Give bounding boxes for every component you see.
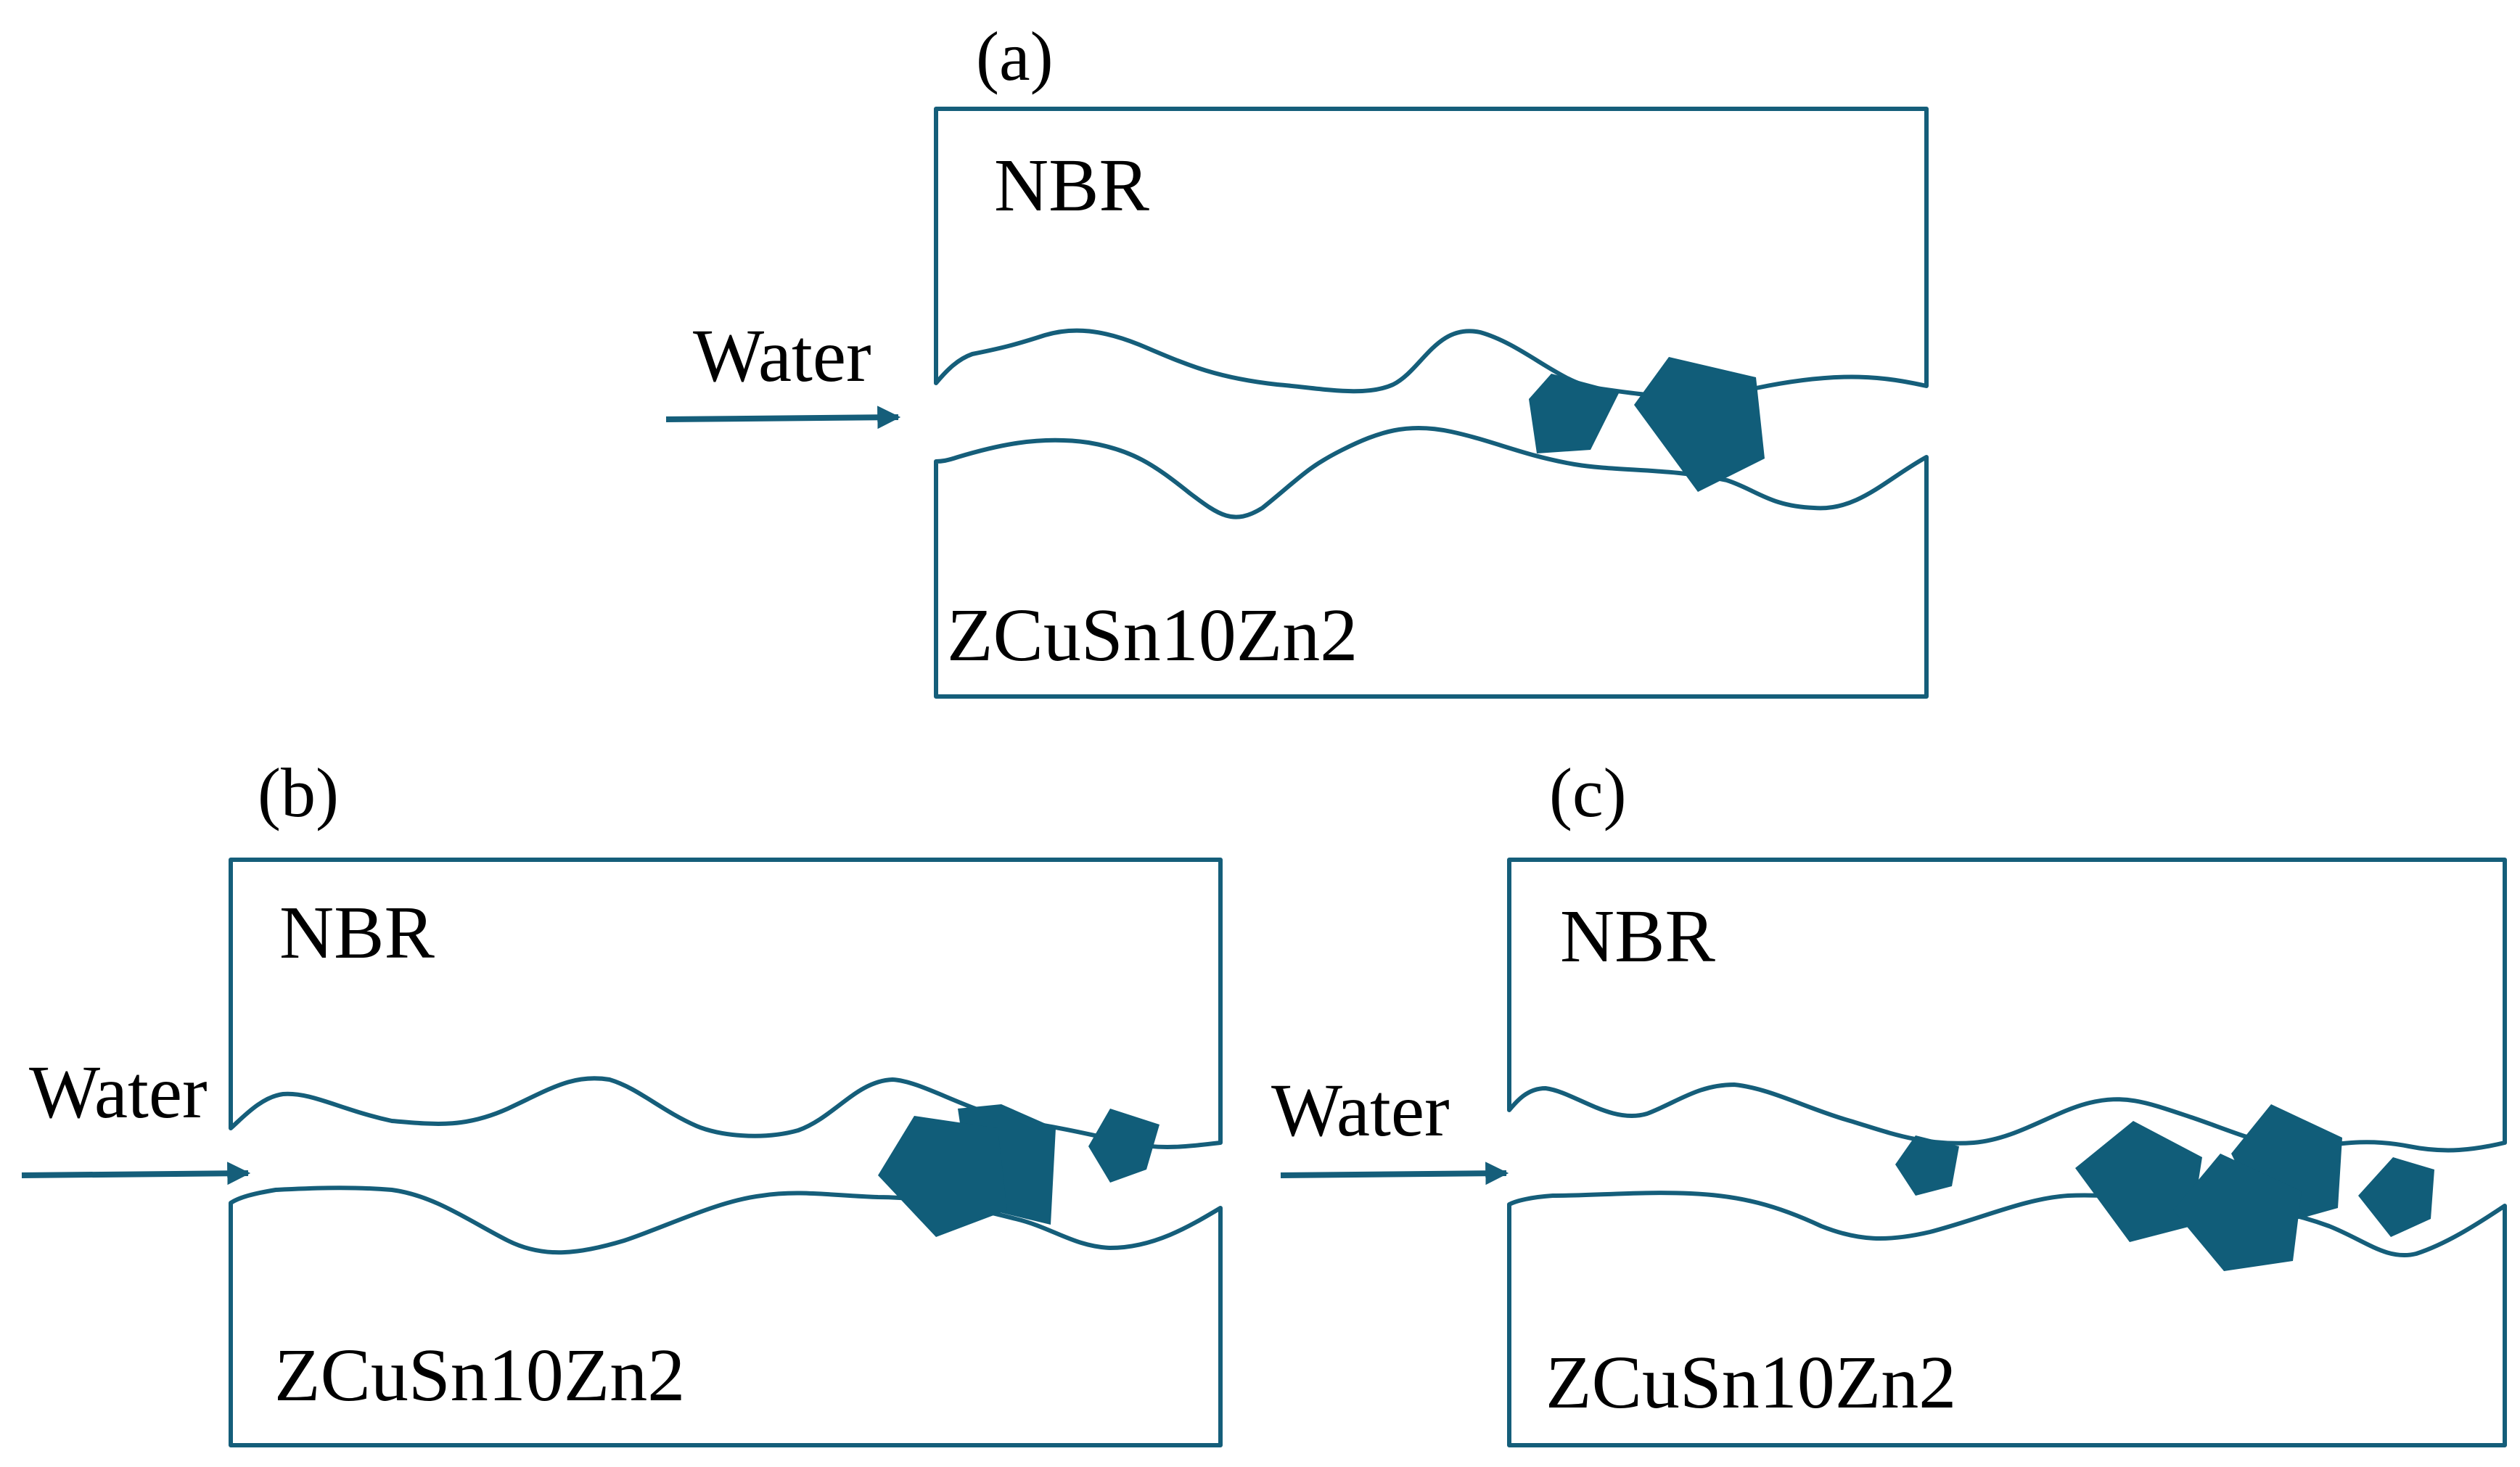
bronze-block-a — [934, 425, 1929, 699]
upper-material-label-c: NBR — [1560, 895, 1715, 978]
pentagon-icon — [2173, 1154, 2302, 1271]
panel-a: (a) NBR ZCuSn10Zn2 Water — [665, 17, 1929, 699]
pentagon-icon — [1088, 1109, 1160, 1183]
flow-label-b: Water — [29, 1051, 208, 1134]
pentagon-icon — [878, 1116, 1007, 1237]
pentagon-icon — [1634, 357, 1765, 492]
nbr-block-c — [1507, 858, 2507, 1153]
bronze-block-c — [1507, 1191, 2507, 1447]
lower-material-label-c: ZCuSn10Zn2 — [1546, 1341, 1956, 1424]
upper-material-label-a: NBR — [994, 144, 1149, 227]
panel-label-b: (b) — [258, 754, 339, 831]
lower-material-label-a: ZCuSn10Zn2 — [947, 593, 1358, 677]
pentagon-icon — [2075, 1121, 2202, 1242]
pentagon-icon — [1529, 374, 1620, 453]
arrow-right-icon — [1280, 1162, 1509, 1185]
lower-material-label-b: ZCuSn10Zn2 — [274, 1334, 685, 1417]
arrow-right-icon — [665, 406, 901, 430]
pentagon-icon — [2358, 1157, 2434, 1237]
bronze-block-b — [229, 1185, 1223, 1447]
upper-material-label-b: NBR — [279, 891, 435, 974]
flow-label-c: Water — [1271, 1069, 1450, 1152]
flow-label-a: Water — [693, 314, 871, 398]
panel-label-c: (c) — [1549, 754, 1627, 831]
panel-b: (b) NBR ZCuSn10Zn2 Water — [21, 754, 1223, 1447]
nbr-block-b — [229, 858, 1223, 1149]
panel-c: (c) NBR ZCuSn10Zn2 Water — [1271, 754, 2507, 1447]
panel-label-a: (a) — [976, 17, 1054, 95]
arrow-right-icon — [21, 1162, 251, 1185]
pentagon-icon — [1895, 1135, 1959, 1196]
